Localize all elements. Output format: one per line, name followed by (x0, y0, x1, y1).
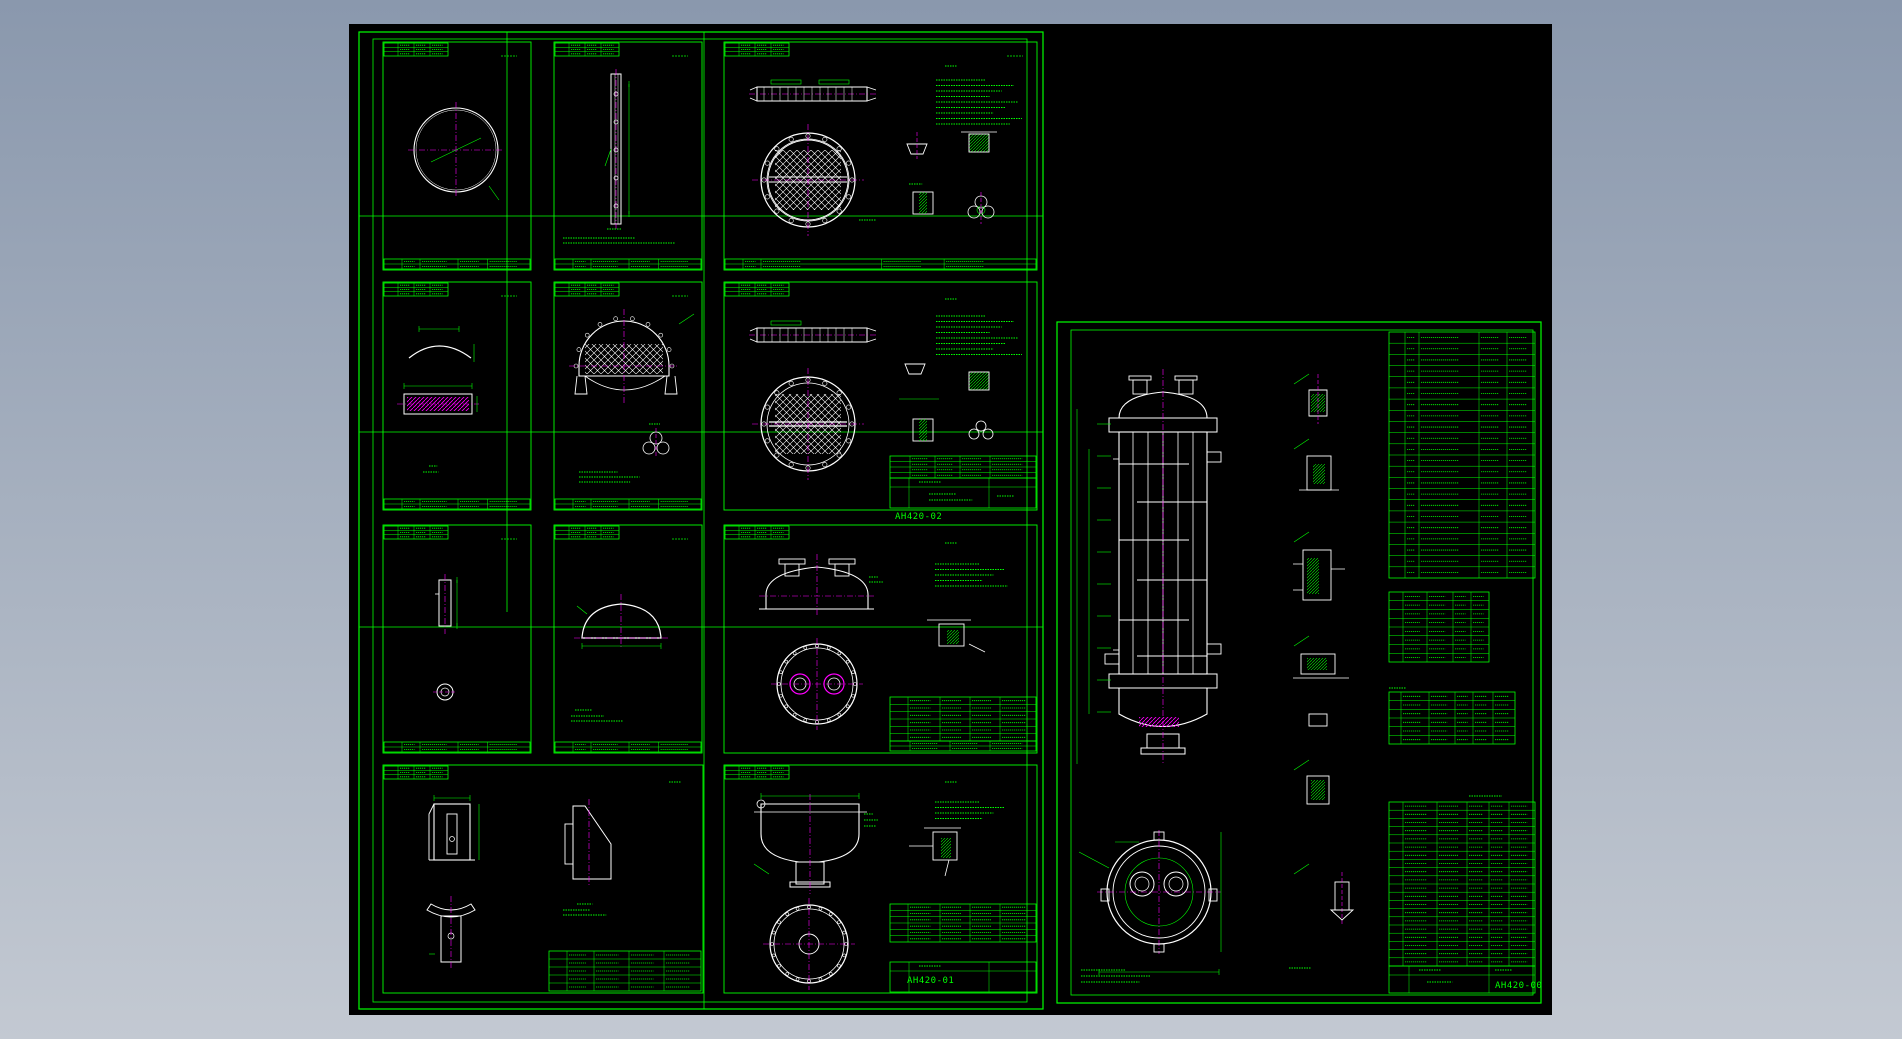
sheet-02-drawing-number: AH420-02 (895, 512, 943, 522)
sheet-channel-box (723, 524, 1038, 754)
sheet-support-lugs (382, 764, 704, 994)
cad-drawing[interactable] (349, 24, 1552, 1015)
tubesheet-1-details (906, 131, 997, 224)
sheet-support-plate (553, 41, 703, 271)
cad-viewport[interactable]: AH420-02 AH420-01 AH420-00 (349, 24, 1552, 1015)
sheet-lower-head (723, 764, 1038, 994)
sheet-00-drawing-number: AH420-00 (1495, 981, 1543, 991)
drawing-frames (358, 31, 1542, 1010)
sheet-baffle-plate (553, 281, 703, 511)
sheet-tubesheet-1 (723, 41, 1038, 271)
sheet-baffle-strip (382, 281, 532, 511)
sheet-pad-plate (382, 524, 532, 754)
sheet-tubesheet-2 (723, 281, 1038, 511)
sheet-elliptical-head (553, 524, 703, 754)
sheet-circle-plate (382, 41, 532, 271)
assembly-details (1293, 373, 1355, 924)
sheet-assembly (1076, 331, 1536, 994)
sheet-01-drawing-number: AH420-01 (907, 976, 955, 986)
